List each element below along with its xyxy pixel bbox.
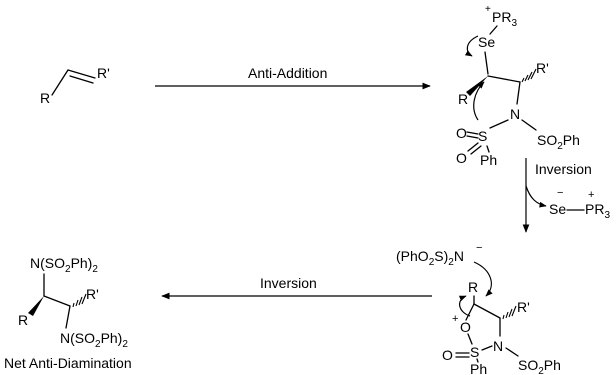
product-top-group: N(SO2Ph)2: [30, 255, 98, 275]
byproduct-plus: +: [588, 189, 594, 201]
int1-ph: Ph: [480, 152, 497, 168]
int2-r: R: [468, 279, 478, 295]
arrow-inversion-1: Inversion: [522, 158, 592, 233]
int1-r: R: [458, 91, 468, 107]
byproduct-minus: −: [557, 187, 563, 199]
phosphonium-plus: +: [485, 4, 491, 15]
int2-o-exo: O: [442, 347, 453, 363]
product-bottom-group: N(SO2Ph)2: [60, 330, 128, 350]
int2-so2ph: SO2Ph: [518, 357, 561, 375]
int2-s: S: [470, 344, 479, 360]
label-anti-addition: Anti-Addition: [248, 65, 327, 81]
arrow-anti-addition: Anti-Addition: [155, 65, 431, 90]
int2-r-prime: R': [517, 299, 530, 315]
int2-n: N: [493, 338, 503, 354]
nucleophile-formula: (PhO2S)2N: [396, 248, 464, 268]
int1-s: S: [478, 128, 487, 144]
int1-o-top: O: [456, 125, 467, 141]
phosphonium-label: PR3: [492, 9, 517, 29]
byproduct-pr3: PR3: [585, 201, 610, 221]
label-inversion-1: Inversion: [535, 161, 592, 177]
label-inversion-2: Inversion: [260, 275, 317, 291]
int1-o-bottom: O: [456, 150, 467, 166]
intermediate-2: R R' N S O + O Ph SO2Ph: [442, 279, 561, 375]
product-r-prime: R': [86, 286, 99, 302]
alkene: R R': [40, 65, 110, 106]
arrow-inversion-2: Inversion: [161, 275, 432, 300]
byproduct-se: Se: [549, 201, 566, 217]
nucleophile-charge: −: [476, 242, 482, 254]
int1-n: N: [510, 106, 520, 122]
int2-o-ring: O: [460, 319, 471, 335]
alkene-r-prime: R': [97, 65, 110, 81]
int1-so2ph: SO2Ph: [537, 132, 580, 152]
intermediate-1: + PR3 Se R R' N SO2Ph S O O: [456, 4, 580, 168]
label-net-anti-diamination: Net Anti-Diamination: [4, 355, 132, 371]
se-atom: Se: [478, 34, 495, 50]
product: N(SO2Ph)2 R R' N(SO2Ph)2 Net Anti-Diamin…: [4, 255, 132, 371]
int2-plus: +: [452, 313, 458, 325]
alkene-r: R: [40, 90, 50, 106]
product-r: R: [18, 312, 28, 328]
int1-r-prime: R': [536, 60, 549, 76]
byproduct: − Se + PR3: [549, 187, 610, 221]
int2-ph: Ph: [470, 361, 487, 375]
nucleophile: (PhO2S)2N −: [396, 242, 493, 297]
